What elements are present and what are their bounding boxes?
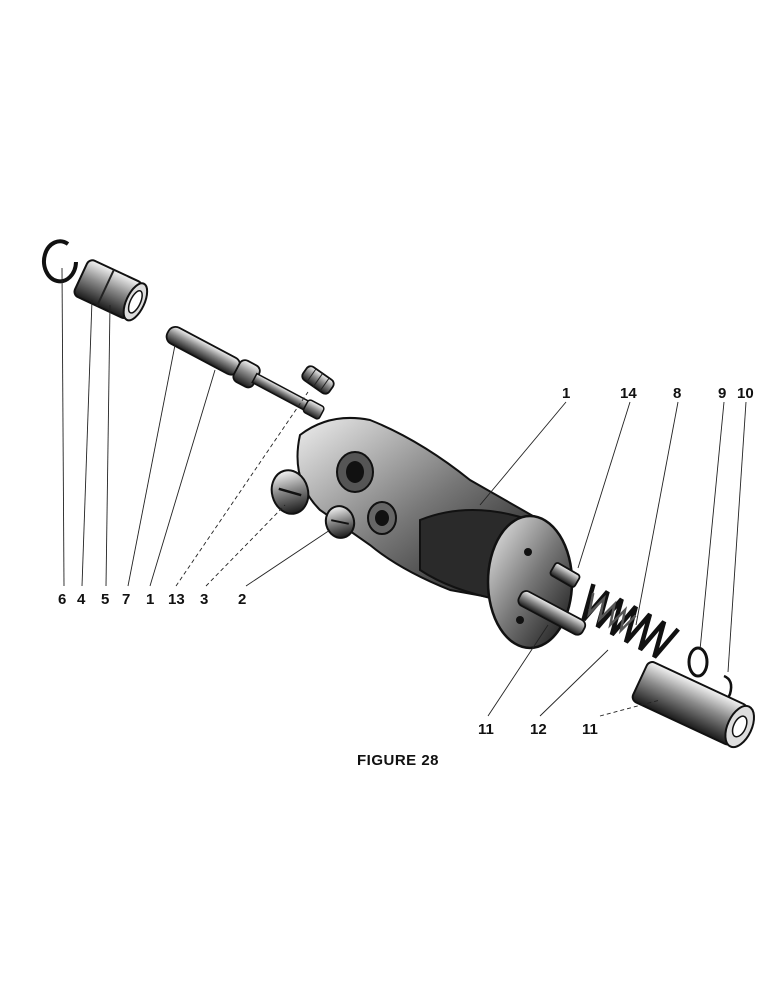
callout-8: 8	[673, 385, 681, 402]
sleeve-part	[631, 661, 756, 749]
stud-part	[549, 562, 581, 588]
callout-labels: 6 4 5 7 1 13 3 2 1 14 8 9 10 11 12 11	[58, 385, 754, 738]
callout-6: 6	[58, 591, 66, 608]
callout-11-a: 11	[478, 721, 494, 738]
callout-7: 7	[122, 591, 130, 608]
callout-9: 9	[718, 385, 726, 402]
figure-caption: FIGURE 28	[357, 752, 439, 769]
callout-10: 10	[737, 385, 754, 402]
pin-part	[301, 365, 335, 395]
spring-part	[581, 583, 680, 659]
callout-5: 5	[101, 591, 109, 608]
callout-12: 12	[530, 721, 547, 738]
push-rod-part	[517, 590, 587, 636]
screw-plug-lower-part	[324, 505, 356, 539]
callout-3: 3	[200, 591, 208, 608]
circlip-part	[42, 239, 78, 284]
callout-4: 4	[77, 591, 86, 608]
callout-11-b: 11	[582, 721, 598, 738]
callout-14: 14	[620, 385, 637, 402]
callout-13: 13	[168, 591, 185, 608]
leader-lines	[61, 267, 747, 717]
callout-1-top: 1	[562, 385, 570, 402]
bushing-part	[73, 259, 149, 322]
callout-1-left: 1	[146, 591, 154, 608]
screw-plug-upper-part	[270, 469, 310, 515]
callout-2: 2	[238, 591, 246, 608]
plunger-rod-part	[165, 325, 325, 420]
washer-part	[687, 646, 709, 678]
